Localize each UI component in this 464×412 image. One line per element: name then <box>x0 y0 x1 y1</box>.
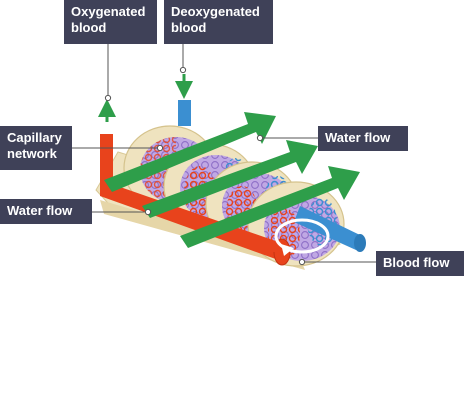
water-flow-label-right: Water flow <box>318 126 408 151</box>
deoxygenated-blood-label-line1: Deoxygenated <box>171 4 260 19</box>
leader-lines <box>72 44 376 266</box>
blood-flow-label: Blood flow <box>376 251 464 276</box>
deoxygenated-blood-label: Deoxygenated blood <box>164 0 273 44</box>
capillary-network-label: Capillary network <box>0 126 72 170</box>
capillary-network-label-line2: network <box>7 146 57 161</box>
deoxygenated-vessel <box>178 100 366 252</box>
oxygenated-vessel <box>100 134 291 266</box>
water-flow-arrow-2 <box>142 140 318 218</box>
oxygenated-blood-label-line1: Oxygenated <box>71 4 146 19</box>
deoxygenated-blood-label-line2: blood <box>171 20 207 35</box>
capillary-network-label-line1: Capillary <box>7 130 62 145</box>
oxygenated-blood-label-line2: blood <box>71 20 107 35</box>
water-flow-arrow-1 <box>104 112 276 192</box>
water-flow-label-left: Water flow <box>0 199 92 224</box>
water-flow-arrow-3 <box>180 166 360 248</box>
oxygenated-blood-label: Oxygenated blood <box>64 0 157 44</box>
blood-flow-arrow <box>274 218 330 256</box>
